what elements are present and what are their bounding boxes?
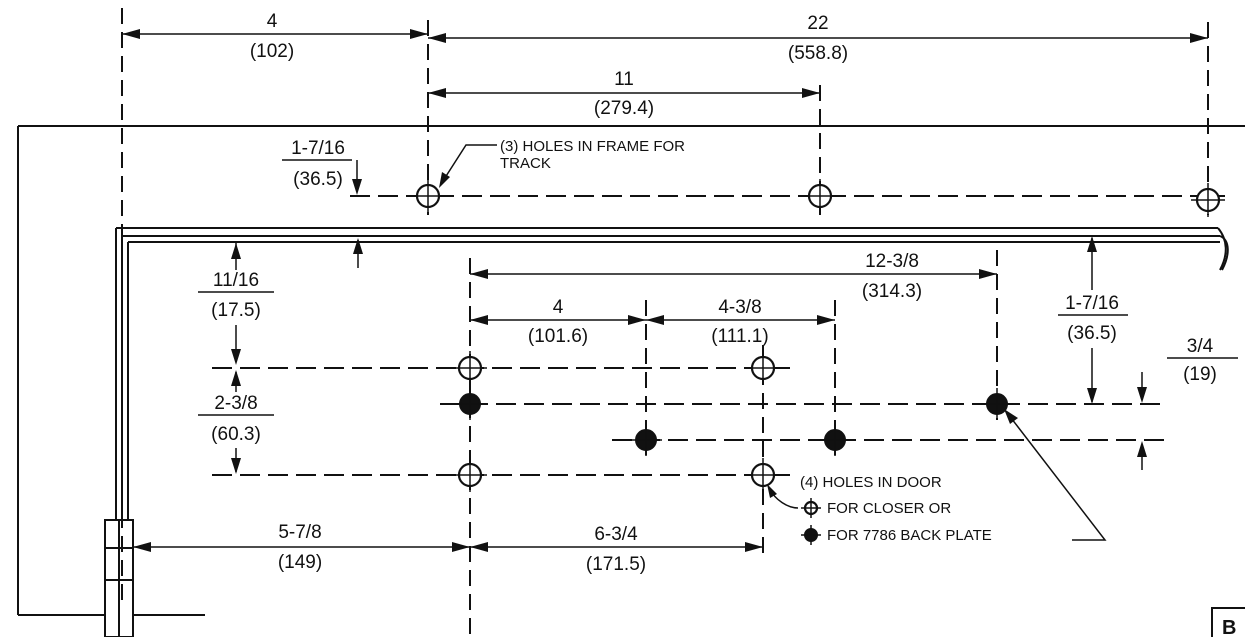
door-hole-open-2 [746, 351, 780, 385]
dim-4-top-metric: (102) [250, 41, 294, 62]
dim-door-offset: 1-7/16 (36.5) [1058, 236, 1128, 404]
dim-4-3-8-value: 4-3/8 [718, 297, 761, 318]
reference-box-label: B [1222, 617, 1236, 637]
dim-door-gap-metric: (17.5) [211, 300, 261, 321]
backplate-hole-4 [981, 388, 1013, 420]
backplate-hole-3 [819, 424, 851, 456]
door-holes-note-line3: FOR 7786 BACK PLATE [827, 527, 992, 544]
dim-4-3-8-metric: (111.1) [711, 326, 768, 347]
dim-11-value: 11 [614, 69, 634, 90]
dim-door-gap-value: 11/16 [213, 270, 259, 291]
dim-4-top: 4 (102) [122, 11, 428, 62]
backplate-hole-2 [630, 424, 662, 456]
dim-2-3-8: 2-3/8 (60.3) [198, 370, 274, 474]
door-hole-open-1 [453, 351, 487, 385]
dim-door-gap: 11/16 (17.5) [198, 242, 274, 365]
dim-door-offset-metric: (36.5) [1067, 323, 1117, 344]
dim-3-4: 3/4 (19) [1137, 336, 1238, 470]
frame-outline [17, 125, 1245, 616]
dim-3-4-value: 3/4 [1187, 336, 1214, 357]
open-circle-crosshair-icon [801, 498, 821, 518]
reference-box: B [1211, 607, 1245, 637]
dim-2-3-8-metric: (60.3) [211, 424, 261, 445]
dim-5-7-8: 5-7/8 (149) [133, 522, 470, 573]
frame-holes-note-line1: (3) HOLES IN FRAME FOR [500, 138, 685, 155]
dim-11: 11 (279.4) [428, 69, 820, 119]
dim-4-door-value: 4 [553, 297, 564, 318]
dim-22: 22 (558.8) [428, 13, 1208, 64]
frame-holes-note-line2: TRACK [500, 155, 551, 172]
door-holes-note-line1: (4) HOLES IN DOOR [800, 474, 942, 491]
door-holes-note: (4) HOLES IN DOOR FOR CLOSER OR FOR 7786… [800, 474, 992, 545]
door-holes-note-line2: FOR CLOSER OR [827, 500, 951, 517]
dim-12-3-8-value: 12-3/8 [865, 251, 919, 272]
door-hole-open-4 [746, 458, 780, 492]
dim-11-metric: (279.4) [594, 98, 654, 119]
backplate-hole-1 [454, 388, 486, 420]
dim-6-3-4-metric: (171.5) [586, 554, 646, 575]
dim-22-value: 22 [807, 13, 828, 34]
frame-holes-note: (3) HOLES IN FRAME FOR TRACK [439, 138, 685, 188]
dim-5-7-8-metric: (149) [278, 552, 322, 573]
dim-6-3-4: 6-3/4 (171.5) [470, 524, 763, 575]
dim-12-3-8-metric: (314.3) [862, 281, 922, 302]
dim-6-3-4-value: 6-3/4 [594, 524, 638, 545]
dim-22-metric: (558.8) [788, 43, 848, 64]
frame-hole-1 [411, 179, 445, 213]
dim-frame-offset-value: 1-7/16 [291, 138, 345, 159]
dim-frame-offset: 1-7/16 (36.5) [282, 138, 363, 268]
dim-5-7-8-value: 5-7/8 [278, 522, 321, 543]
dim-frame-offset-metric: (36.5) [293, 169, 343, 190]
door-hole-open-3 [453, 458, 487, 492]
dim-3-4-metric: (19) [1183, 364, 1217, 385]
door-holes-leader [767, 409, 1107, 541]
dim-4-door: 4 (101.6) [470, 297, 646, 347]
frame-hole-2 [803, 179, 837, 213]
dim-4-3-8: 4-3/8 (111.1) [646, 297, 835, 347]
dim-door-offset-value: 1-7/16 [1065, 293, 1119, 314]
frame-hole-3 [1191, 183, 1225, 217]
dim-2-3-8-value: 2-3/8 [214, 393, 257, 414]
dim-4-door-metric: (101.6) [528, 326, 588, 347]
filled-circle-crosshair-icon [801, 525, 821, 545]
dim-4-top-value: 4 [267, 11, 278, 32]
dim-12-3-8: 12-3/8 (314.3) [470, 251, 997, 302]
hinge [104, 519, 205, 637]
